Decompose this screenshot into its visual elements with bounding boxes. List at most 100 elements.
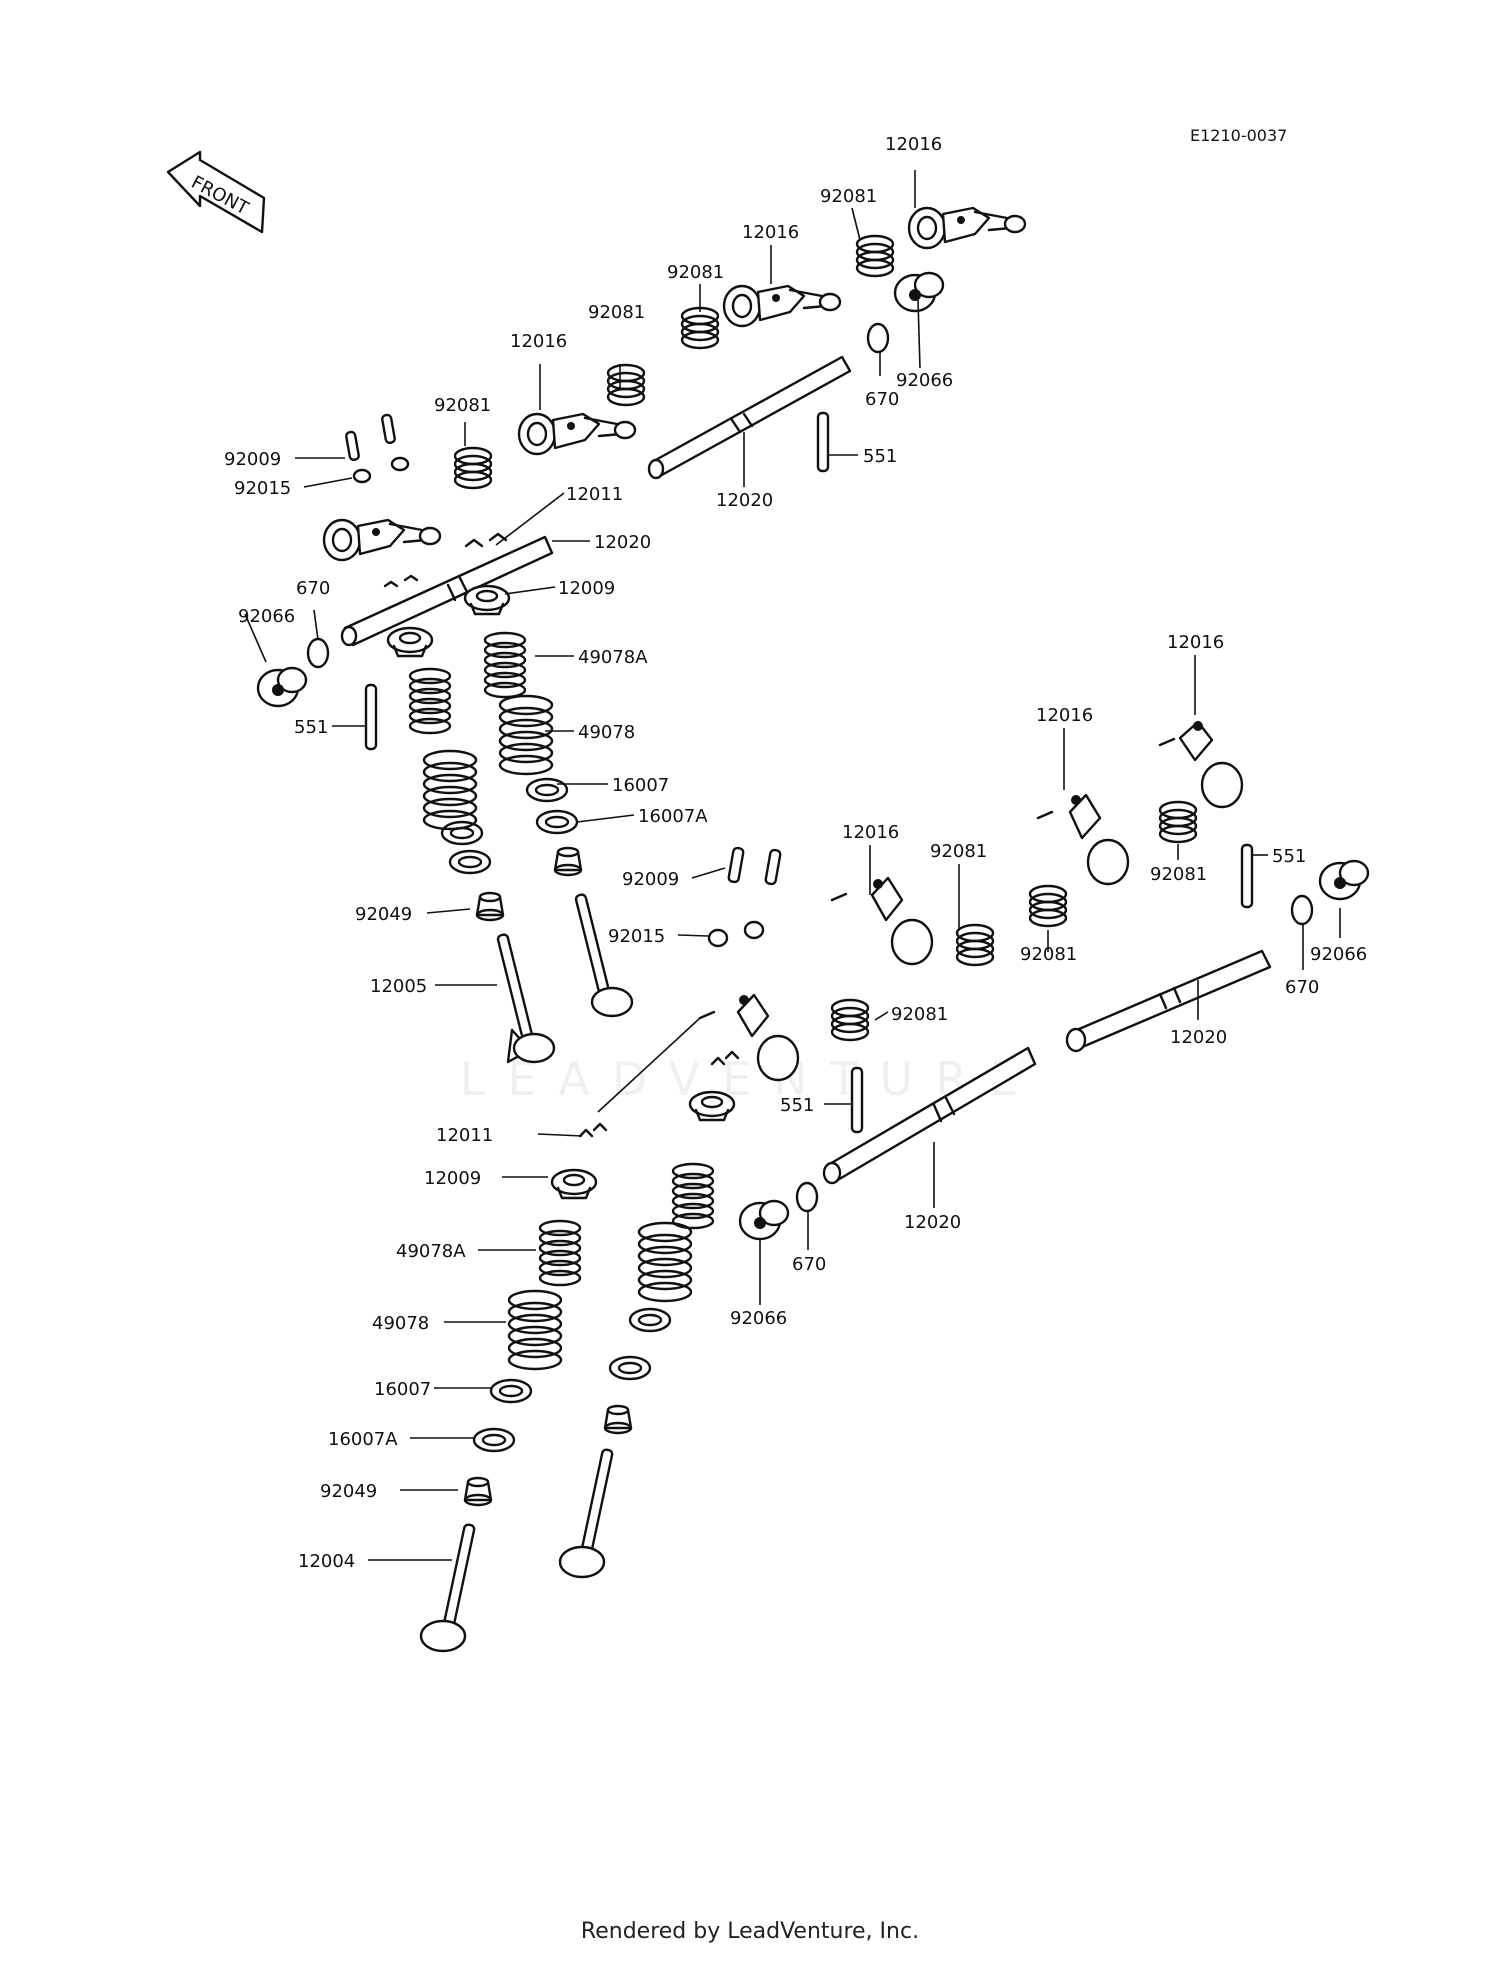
dowel-pin-left	[364, 683, 378, 751]
spring-retainer-lower-b	[688, 1090, 736, 1122]
callout-670: 670	[792, 1254, 826, 1275]
callout-labels: 12016 92081 12016 92081 92081 12016 9208…	[224, 134, 1367, 1572]
callout-12016: 12016	[1167, 632, 1224, 653]
callout-16007: 16007	[374, 1379, 431, 1400]
callout-92066: 92066	[1310, 944, 1367, 965]
rocker-spring-upper-1	[855, 234, 895, 278]
lower-rocker-shaft-assembly	[419, 720, 1370, 1653]
callout-leader-lines	[244, 170, 1341, 1561]
rocker-arm-upper-4	[322, 518, 442, 562]
callout-12016: 12016	[510, 331, 567, 352]
diagram-reference-code: E1210-0037	[1190, 126, 1288, 145]
callout-12005: 12005	[370, 976, 427, 997]
shaft-cap-upper-left	[256, 666, 308, 708]
callout-92081: 92081	[820, 186, 877, 207]
callout-12009: 12009	[424, 1168, 481, 1189]
rocker-arm-lower-2	[1036, 793, 1130, 886]
outer-valve-spring-upper-b	[498, 694, 554, 776]
callout-92081: 92081	[588, 302, 645, 323]
callout-12011: 12011	[566, 484, 623, 505]
callout-12011: 12011	[436, 1125, 493, 1146]
callout-92081: 92081	[1020, 944, 1077, 965]
rocker-arm-upper-1	[907, 206, 1027, 250]
valve-lower-b	[558, 1448, 614, 1579]
rocker-shaft-lower	[822, 1046, 1037, 1185]
callout-670: 670	[1285, 977, 1319, 998]
stem-seal-lower-b	[603, 1404, 633, 1435]
valve-lower-a	[419, 1523, 476, 1653]
rocker-spring-upper-4	[453, 446, 493, 490]
spring-seat-upper-b	[525, 777, 569, 803]
footer-credit: Rendered by LeadVenture, Inc.	[580, 1919, 920, 1944]
watermark-text: LEADVENTURE	[459, 1052, 1041, 1106]
callout-551: 551	[780, 1095, 814, 1116]
callout-12020: 12020	[594, 532, 651, 553]
stem-seal-upper-b	[553, 846, 583, 877]
callout-670: 670	[865, 389, 899, 410]
callout-92081: 92081	[891, 1004, 948, 1025]
callout-92049: 92049	[320, 1481, 377, 1502]
shaft-cap-upper-right	[893, 271, 945, 313]
callout-551: 551	[294, 717, 328, 738]
rocker-shaft-right	[1065, 949, 1272, 1053]
rocker-spring-upper-2	[680, 306, 720, 350]
rocker-arm-lower-1	[1158, 720, 1244, 809]
inner-valve-spring-lower-a	[538, 1219, 582, 1287]
stem-seal-upper-a	[475, 891, 505, 922]
callout-92081: 92081	[434, 395, 491, 416]
dowel-pin-lower	[850, 1066, 864, 1134]
outer-valve-spring-lower-a	[507, 1289, 563, 1371]
callout-670: 670	[296, 578, 330, 599]
rocker-spring-lower-2	[1028, 884, 1068, 928]
callout-92066: 92066	[730, 1308, 787, 1329]
callout-12020: 12020	[716, 490, 773, 511]
callout-16007A: 16007A	[638, 806, 708, 827]
callout-92066: 92066	[238, 606, 295, 627]
callout-49078A: 49078A	[578, 647, 648, 668]
adjuster-screw-b	[381, 413, 396, 445]
rocker-to-valve-leader	[597, 1017, 701, 1113]
shaft-cap-lower	[738, 1199, 790, 1241]
o-ring-lower	[795, 1181, 819, 1213]
callout-12004: 12004	[298, 1551, 355, 1572]
callout-92015: 92015	[234, 478, 291, 499]
callout-49078: 49078	[578, 722, 635, 743]
rocker-shaft-left	[340, 535, 554, 647]
callout-551: 551	[1272, 846, 1306, 867]
inner-valve-spring-upper-a	[408, 667, 452, 735]
spring-retainer-upper-a	[386, 626, 434, 658]
rocker-arm-lower-4	[698, 993, 800, 1082]
rocker-spring-lower-3	[955, 923, 995, 967]
callout-16007: 16007	[612, 775, 669, 796]
cotter-upper-2	[383, 574, 419, 588]
callout-12020: 12020	[904, 1212, 961, 1233]
callout-551: 551	[863, 446, 897, 467]
callout-12016: 12016	[742, 222, 799, 243]
callout-12016: 12016	[842, 822, 899, 843]
rocker-arm-upper-2	[722, 284, 842, 328]
shaft-cap-lower-right	[1318, 859, 1370, 901]
outer-valve-spring-lower-b	[637, 1221, 693, 1303]
valve-upper-b	[574, 893, 634, 1018]
callout-92081: 92081	[930, 841, 987, 862]
callout-92015: 92015	[608, 926, 665, 947]
spring-seat-large-upper-b	[535, 809, 579, 835]
callout-12016: 12016	[885, 134, 942, 155]
o-ring-lower-right	[1290, 894, 1314, 926]
inner-valve-spring-upper-b	[483, 631, 527, 699]
front-arrow-label: FRONT	[188, 172, 253, 220]
locknut-d	[743, 920, 765, 940]
spring-seat-lower-b	[628, 1307, 672, 1333]
rocker-spring-lower-1	[1158, 800, 1198, 844]
callout-92009: 92009	[622, 869, 679, 890]
cotter-lower-2	[710, 1050, 740, 1066]
cotter-lower	[578, 1122, 608, 1138]
locknut-c	[707, 928, 729, 948]
upper-rocker-shaft-assembly	[256, 206, 1027, 1064]
spring-seat-large-lower-a	[472, 1427, 516, 1453]
stem-seal-lower-a	[463, 1476, 493, 1507]
spring-retainer-upper-b	[463, 584, 511, 616]
dowel-pin-right	[1240, 843, 1254, 909]
spring-seat-large-upper-a	[448, 849, 492, 875]
spring-seat-lower-a	[489, 1378, 533, 1404]
